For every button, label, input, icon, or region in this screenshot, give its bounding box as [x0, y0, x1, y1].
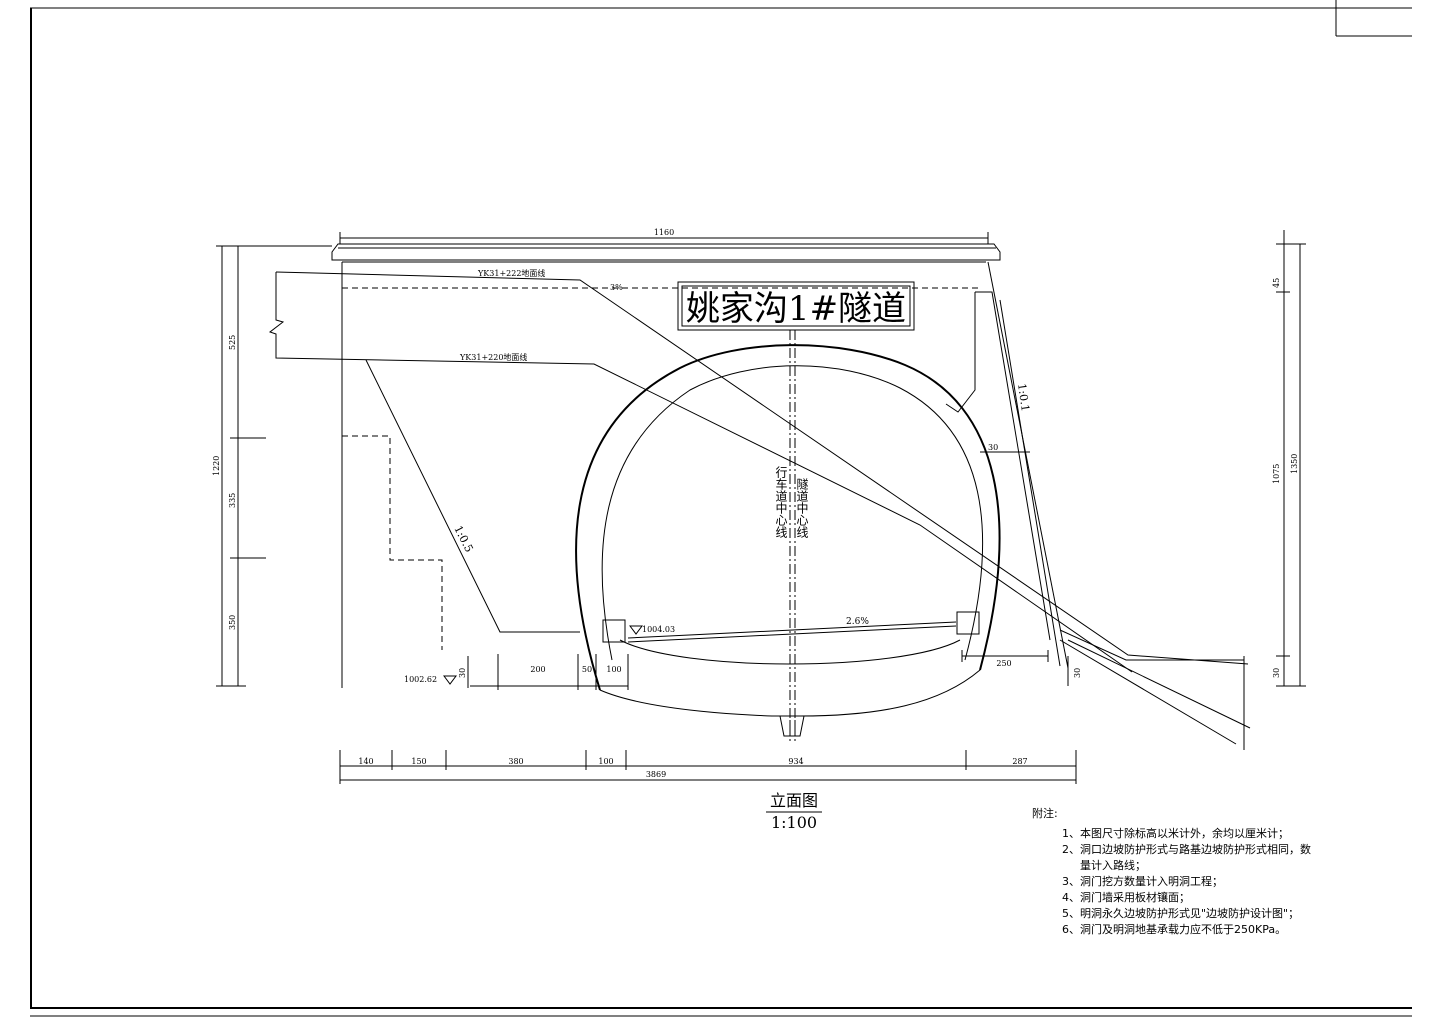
view-title-block: 立面图 1:100 [766, 791, 822, 832]
elevations: 1004.03 1002.62 [404, 625, 675, 685]
ground-line-1-label: YK31+222地面线 [477, 268, 545, 278]
dim-bottom-5: 934 [788, 757, 803, 766]
note-item: 4、洞门墙采用板材镶面； [1062, 891, 1190, 904]
dim-right-part-3: 30 [1272, 668, 1281, 678]
dim-left-part-2: 335 [228, 493, 237, 508]
note-item: 量计入路线； [1080, 859, 1146, 872]
ground-lines: YK31+222地面线 YK31+220地面线 3% [268, 268, 1251, 750]
elev-base-label: 1002.62 [404, 675, 437, 684]
drawing-frame [30, 0, 1412, 1017]
dim-right-small: 30 [1073, 668, 1082, 678]
dim-mid-2: 50 [582, 665, 592, 674]
tunnel-name-text: 姚家沟1#隧道 [686, 289, 906, 329]
dim-left: 1220 525 335 350 30 [212, 245, 469, 688]
view-title: 立面图 [770, 791, 818, 810]
dim-bottom-2: 150 [411, 757, 426, 766]
dim-bottom: 140 150 380 100 934 287 3869 [339, 750, 1077, 784]
portal-wall [341, 261, 1069, 688]
note-item: 2、洞口边坡防护形式与路基边坡防护形式相同，数 [1062, 843, 1311, 856]
ground-line-2-label: YK31+220地面线 [459, 352, 527, 362]
slope-labels: 1:0.5 1:0.1 30 [451, 383, 1032, 555]
dim-top-width: 1160 [654, 228, 674, 237]
dim-bottom-6: 287 [1012, 757, 1027, 766]
dim-bottom-total: 3869 [646, 770, 666, 779]
note-item: 3、洞门挖方数量计入明洞工程； [1062, 875, 1223, 888]
notes-title: 附注: [1032, 807, 1058, 820]
dim-right-total: 1350 [1290, 454, 1299, 474]
slope-left-label: 1:0.5 [451, 523, 475, 554]
grade-top-label: 3% [610, 283, 623, 292]
note-item: 5、明洞永久边坡防护形式见"边坡防护设计图"； [1062, 907, 1300, 920]
note-item: 6、洞门及明洞地基承载力应不低于250KPa。 [1062, 923, 1287, 936]
centerlines [789, 330, 796, 742]
road-centerline-label: 行车道中心线 [774, 466, 788, 538]
dim-right: 45 1075 1350 30 30 [1067, 230, 1306, 687]
tunnel-name-board: 姚家沟1#隧道 [677, 281, 915, 331]
dim-mid-4: 250 [996, 659, 1011, 668]
dim-right-part-1: 45 [1272, 278, 1281, 288]
dim-bottom-1: 140 [358, 757, 373, 766]
tunnel-arch: 2.6% [575, 344, 1001, 737]
slope-right-label: 1:0.1 [1015, 383, 1032, 413]
portal-cap [331, 243, 1001, 261]
dim-mid-3: 100 [606, 665, 621, 674]
dim-left-part-1: 525 [228, 335, 237, 350]
note-item: 1、本图尺寸除标高以米计外，余均以厘米计； [1062, 827, 1289, 840]
dim-left-total: 1220 [212, 456, 221, 476]
dim-left-part-3: 350 [228, 615, 237, 630]
elev-road-label: 1004.03 [642, 625, 675, 634]
dim-top: 1160 [339, 228, 989, 244]
dim-bottom-4: 100 [598, 757, 613, 766]
dim-mid-1: 200 [530, 665, 545, 674]
notes-block: 附注: 1、本图尺寸除标高以米计外，余均以厘米计； 2、洞口边坡防护形式与路基边… [1032, 806, 1432, 938]
centerline-labels: 行车道中心线 隧道中心线 [774, 466, 809, 538]
dim-left-small: 30 [458, 668, 467, 678]
thickness-label: 30 [988, 443, 998, 452]
view-scale: 1:100 [771, 813, 817, 832]
tunnel-centerline-label: 隧道中心线 [795, 477, 809, 538]
grade-road-label: 2.6% [846, 617, 869, 627]
dim-right-part-2: 1075 [1272, 464, 1281, 484]
dim-bottom-3: 380 [508, 757, 523, 766]
dim-middle: 200 50 100 250 [470, 650, 1049, 690]
